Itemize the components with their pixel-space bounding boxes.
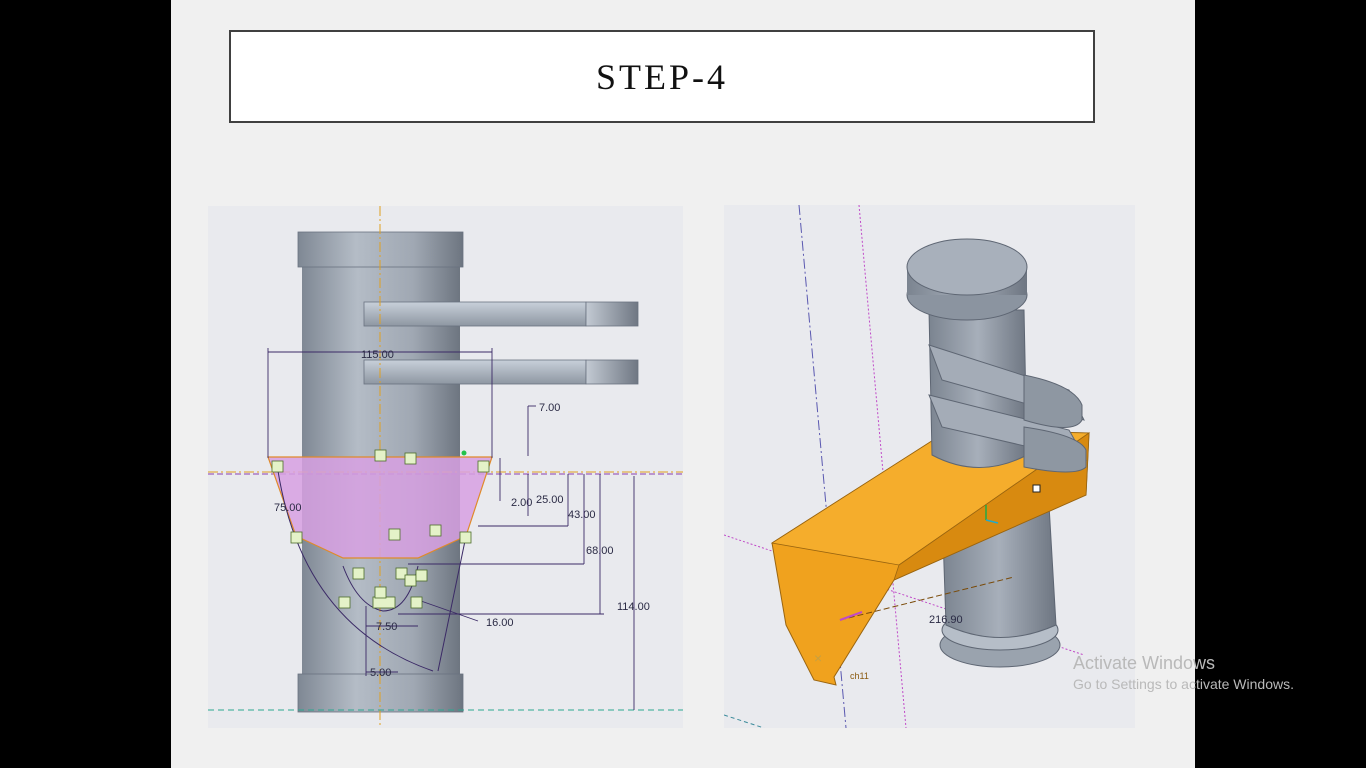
dim-114-label: 114.00: [617, 601, 650, 613]
lower-handle: [363, 359, 587, 385]
dim-16-label: 16.00: [486, 617, 514, 629]
dim-2-label: 2.00: [511, 497, 532, 509]
lower-handle-end: [585, 359, 639, 385]
sketch-view-canvas: 115.00 7.00 75.00 2.00 25.00 43.00 68.00…: [208, 206, 683, 728]
construction-arc: [277, 470, 434, 672]
sketch-view-image: 115.00 7.00 75.00 2.00 25.00 43.00 68.00…: [208, 206, 683, 728]
dim-43-label: 43.00: [568, 509, 596, 521]
datum-axis-2: [858, 205, 907, 728]
dim-25-label: 25.00: [536, 494, 564, 506]
drag-handle[interactable]: [1032, 484, 1041, 493]
constraint-markers: [271, 449, 490, 609]
upper-handle-end: [585, 301, 639, 327]
dim-7-50-label: 7.50: [376, 621, 397, 633]
dim-115-label: 115.00: [361, 349, 394, 361]
model-view-canvas: 216.90 ch11 ×: [724, 205, 1135, 728]
slide-title: STEP-4: [595, 56, 728, 97]
sketch-point: [461, 450, 467, 456]
model-view-image: 216.90 ch11 ×: [724, 205, 1135, 728]
dim-75-label: 75.00: [274, 502, 302, 514]
slide-title-box: STEP-4: [229, 30, 1095, 123]
model-feature-label: ch11: [850, 671, 869, 681]
cross-marker-icon: ×: [814, 650, 822, 666]
dim-7-label: 7.00: [539, 402, 560, 414]
construction-arc-small: [342, 565, 419, 612]
construction-line: [437, 535, 467, 672]
model-dimension-label: 216.90: [929, 614, 963, 626]
top-cap: [906, 238, 1028, 296]
dim-5-label: 5.00: [370, 667, 391, 679]
upper-handle: [363, 301, 587, 327]
